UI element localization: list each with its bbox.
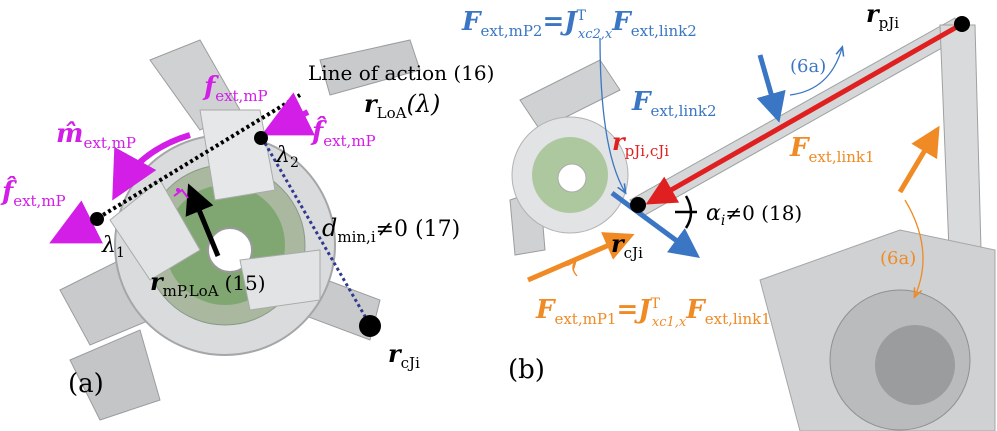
m-hat-label: m̂ext,mP — [56, 119, 136, 152]
f-link1-label: Fext,link1 — [789, 133, 875, 166]
blue-6a-curve — [789, 48, 842, 96]
right-angle-marker — [173, 188, 189, 199]
lambda1-label: λ1 — [101, 233, 125, 261]
eq6a-top-label: (6a) — [790, 56, 826, 77]
r-pji-cji-label: rpJi,cJi — [612, 127, 669, 160]
orange-pointer-curve — [573, 262, 578, 277]
lambda1-point — [90, 212, 104, 226]
m-hat-arc — [112, 132, 191, 201]
orange-6a-curve — [904, 199, 924, 296]
panel-a-tag: (a) — [68, 369, 104, 399]
r-pji-point — [954, 16, 970, 32]
r-cji-label-a: rcJi — [388, 339, 420, 372]
f-mp1-arrow — [527, 232, 635, 283]
f-link2-label: Fext,link2 — [631, 87, 717, 120]
panel-a-mechanism — [59, 39, 421, 421]
r-cji-point-a — [359, 315, 381, 337]
f-ext-mp-label: fext,mP — [202, 72, 268, 105]
f-link1-arrow — [897, 125, 940, 194]
r-cji-point-b — [630, 197, 646, 213]
r-pji-cji-arrow — [645, 21, 964, 205]
panel-b-tag: (b) — [508, 355, 545, 385]
r-loa-label: rLoA(λ) — [364, 89, 440, 122]
r-mp-loa-arrow — [185, 183, 221, 257]
f-hat-left-label: f̂ext,mP — [0, 176, 66, 210]
r-pji-label: rpJi — [866, 0, 899, 32]
alpha-label: αi≠0 (18) — [706, 201, 802, 229]
f-mp2-arrow — [610, 190, 701, 258]
r-cji-label-b: rcJi — [611, 229, 643, 262]
lambda2-point — [254, 131, 268, 145]
line-of-action-label: Line of action (16) — [308, 61, 494, 85]
eq6a-bottom-label: (6a) — [880, 248, 916, 269]
f-link2-arrow — [756, 54, 786, 123]
lambda2-label: λ2 — [275, 143, 299, 171]
f-hat-left-arrow — [49, 200, 103, 244]
blue-pointer-curve — [599, 37, 625, 192]
r-mp-loa-label: rmP,LoA(15) — [150, 267, 266, 300]
f-ext-mp-arrow — [261, 92, 315, 136]
d-min-label: dmin,i≠0 (17) — [322, 214, 460, 246]
alpha-arc — [684, 195, 693, 229]
f-hat-right-label: f̂ext,mP — [310, 116, 376, 150]
